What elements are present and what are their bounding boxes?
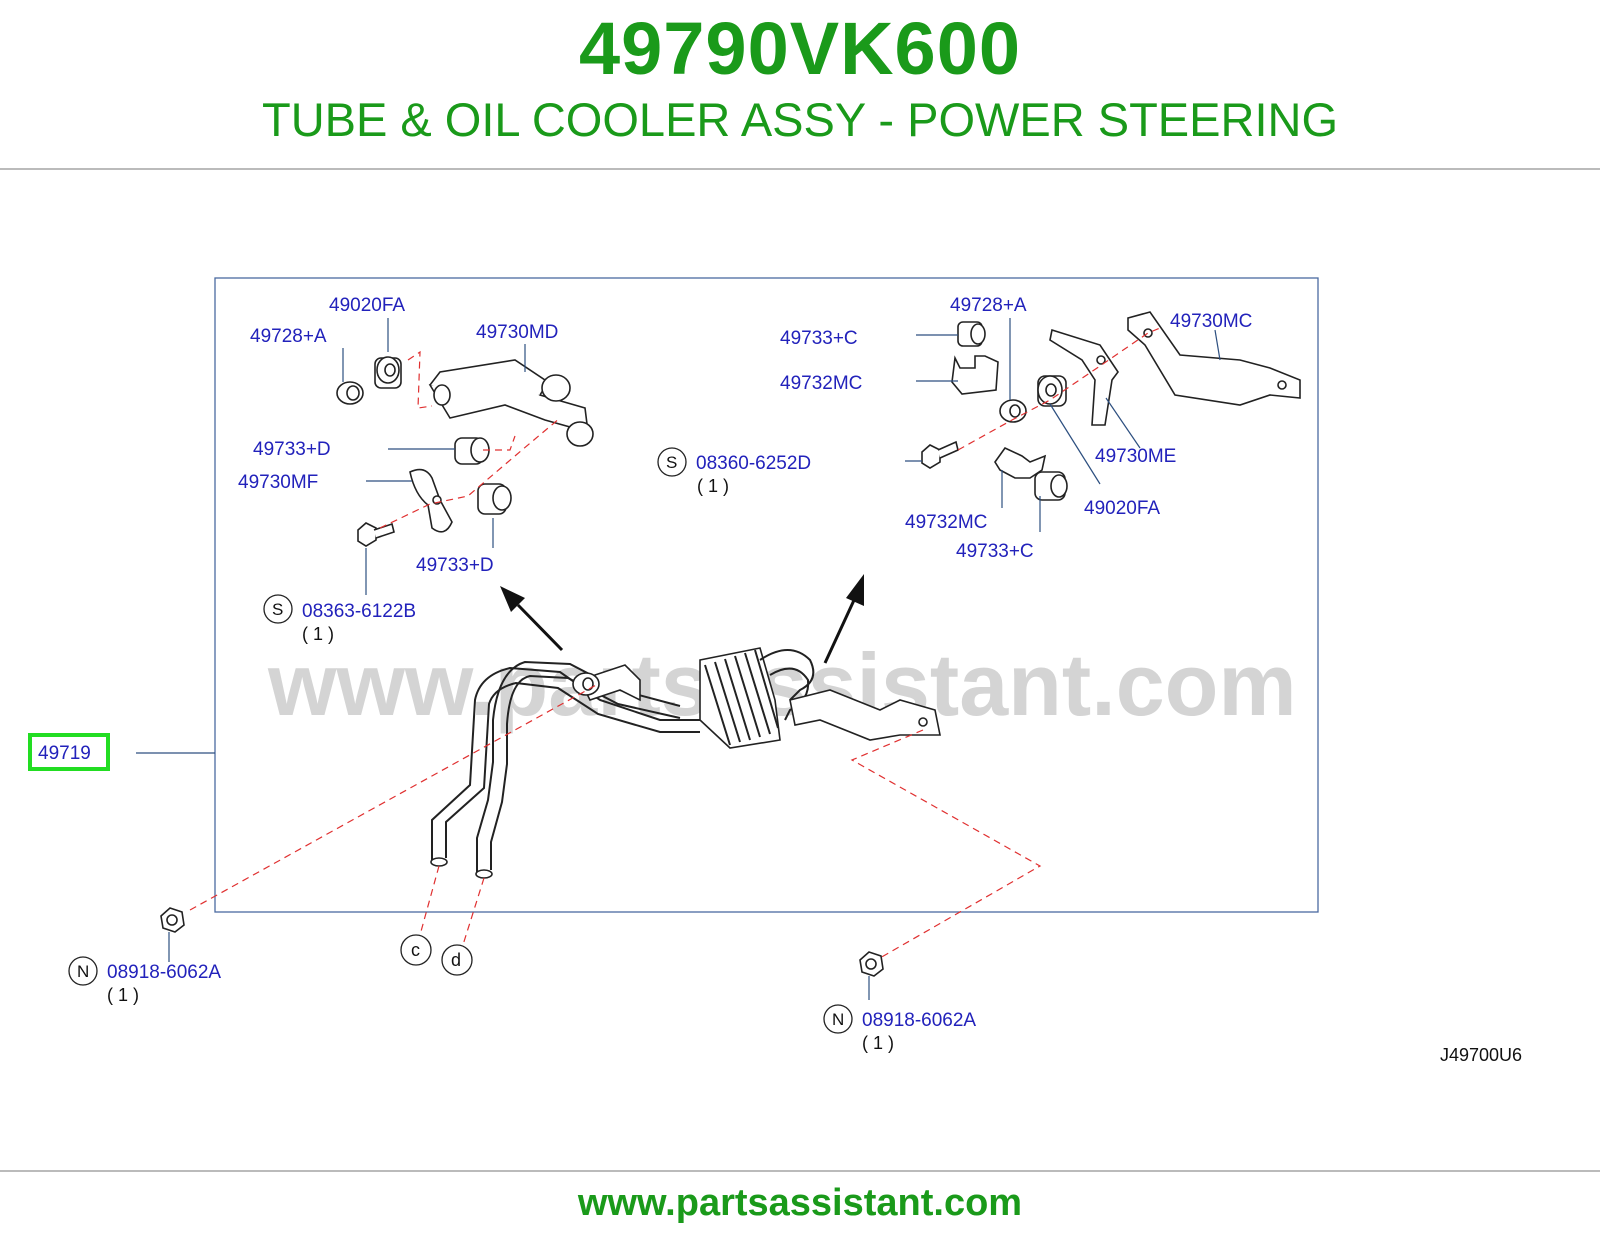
nut-left xyxy=(160,907,185,962)
label-49728a-left: 49728+A xyxy=(250,326,327,347)
label-49020fa-right: 49020FA xyxy=(1084,498,1160,519)
page-header: 49790VK600 TUBE & OIL COOLER ASSY - POWE… xyxy=(0,0,1600,168)
label-49728a-right: 49728+A xyxy=(950,295,1027,316)
label-49730md: 49730MD xyxy=(476,322,558,343)
right-bracket-group xyxy=(921,311,1301,501)
part-number-title: 49790VK600 xyxy=(578,7,1022,90)
symbol-s-08363 xyxy=(263,594,293,624)
tube-oil-cooler-assembly xyxy=(430,647,941,879)
parts-diagram: www.partsassistant.com xyxy=(0,170,1600,1170)
qty-n-left: ( 1 ) xyxy=(107,985,139,1005)
label-49733d-top: 49733+D xyxy=(253,439,331,460)
symbol-n-right xyxy=(823,1004,853,1034)
qty-08363: ( 1 ) xyxy=(302,624,334,644)
label-49733c-bottom: 49733+C xyxy=(956,541,1034,562)
svg-text:S: S xyxy=(272,600,283,619)
label-08918-6062a-left: 08918-6062A xyxy=(107,962,221,983)
label-49719[interactable]: 49719 xyxy=(38,743,91,764)
svg-text:N: N xyxy=(77,962,89,981)
label-49732mc-top: 49732MC xyxy=(780,373,862,394)
label-49733d-bottom: 49733+D xyxy=(416,555,494,576)
label-49732mc-bottom: 49732MC xyxy=(905,512,987,533)
label-49730me: 49730ME xyxy=(1095,446,1176,467)
footer-url-link[interactable]: www.partsassistant.com xyxy=(577,1182,1023,1224)
label-08363-6122b: 08363-6122B xyxy=(302,601,416,622)
qty-n-right: ( 1 ) xyxy=(862,1033,894,1053)
ref-circle-c xyxy=(400,934,432,966)
label-08360-6252d: 08360-6252D xyxy=(696,453,811,474)
svg-text:N: N xyxy=(832,1010,844,1029)
label-49730mf: 49730MF xyxy=(238,472,318,493)
highlight-box-49719 xyxy=(28,733,110,771)
symbol-n-left xyxy=(68,956,98,986)
detail-arrows xyxy=(500,574,864,664)
drawing-code: J49700U6 xyxy=(1440,1045,1522,1065)
svg-text:d: d xyxy=(451,950,461,970)
label-49020fa-left: 49020FA xyxy=(329,295,405,316)
label-49733c-top: 49733+C xyxy=(780,328,858,349)
header-divider xyxy=(0,168,1600,170)
nut-right xyxy=(859,951,884,1000)
label-49730mc-right: 49730MC xyxy=(1170,311,1252,332)
symbol-s-08360 xyxy=(657,447,687,477)
svg-text:c: c xyxy=(411,940,420,960)
svg-text:S: S xyxy=(666,453,677,472)
part-description: TUBE & OIL COOLER ASSY - POWER STEERING xyxy=(261,93,1339,146)
assembly-frame xyxy=(214,277,1319,913)
left-bracket-group xyxy=(336,356,594,547)
label-08918-6062a-right: 08918-6062A xyxy=(862,1010,976,1031)
footer-divider xyxy=(0,1170,1600,1172)
ref-circle-d xyxy=(441,944,473,976)
qty-08360: ( 1 ) xyxy=(697,476,729,496)
